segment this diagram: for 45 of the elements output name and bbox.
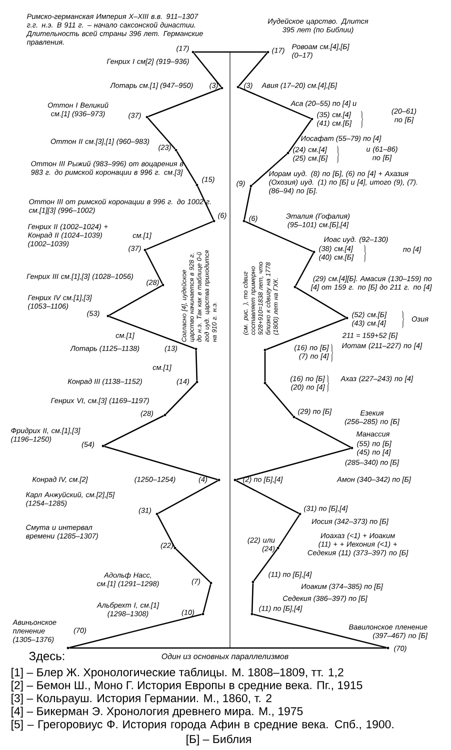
reference-entry: [4] – Бикерман Э. Хронология древнего мира. М., 1975 xyxy=(12,706,303,718)
zigzag-line xyxy=(146,220,213,250)
zigzag-line xyxy=(166,382,196,414)
zigzag-line xyxy=(264,351,266,382)
zigzag-line xyxy=(251,583,254,613)
zigzag-line xyxy=(69,647,387,649)
zigzag-line xyxy=(193,52,222,88)
reference-entry: [1] – Блер Ж. Хронологические таблицы. М. 1808–1809, тт. 1,2 xyxy=(12,668,344,679)
zigzag-line xyxy=(295,252,314,286)
zigzag-line xyxy=(252,153,288,186)
zigzag-line xyxy=(236,480,300,514)
reference-entry: [Б] – Библия xyxy=(186,734,251,746)
zigzag-line xyxy=(266,318,346,350)
zigzag-line xyxy=(296,287,346,318)
zigzag-line xyxy=(104,446,218,480)
zigzag-line xyxy=(245,220,313,252)
zigzag-line xyxy=(194,51,267,53)
zigzag-line xyxy=(244,187,252,220)
zigzag-line xyxy=(108,285,162,316)
zigzag-line xyxy=(69,614,202,648)
zigzag-line xyxy=(109,316,195,350)
zigzag-line xyxy=(294,417,352,448)
zigzag-line xyxy=(145,250,163,284)
zigzag-line xyxy=(236,448,351,480)
footnote-heading: Здесь: xyxy=(29,652,64,663)
reference-entry: [5] – Грегоровиус Ф. История города Афин в средние века. Спб., 1900. xyxy=(12,720,394,731)
zigzag-line xyxy=(148,88,221,118)
zigzag-line xyxy=(253,614,387,648)
zigzag-line xyxy=(253,548,278,582)
zigzag-line xyxy=(195,350,198,381)
zigzag-line xyxy=(147,118,176,150)
reference-entry: [2] – Бемон Ш., Моно Г. История Европы в средние века. Пг., 1915 xyxy=(12,680,362,692)
zigzag-line xyxy=(197,186,214,220)
zigzag-line xyxy=(157,514,175,548)
zigzag-line xyxy=(104,415,164,446)
zigzag-line xyxy=(288,120,312,152)
zigzag-line xyxy=(158,480,218,514)
reference-entry: [3] – Кольрауш. История Германии. М., 1860, т. 2 xyxy=(12,694,272,704)
zigzag-line xyxy=(176,150,197,184)
zigzag-line xyxy=(265,384,294,416)
zigzag-line xyxy=(278,514,300,548)
zigzag-line xyxy=(176,548,210,582)
zigzag-line xyxy=(238,52,268,86)
zigzag-line xyxy=(202,584,212,613)
zigzag-line xyxy=(239,86,311,120)
